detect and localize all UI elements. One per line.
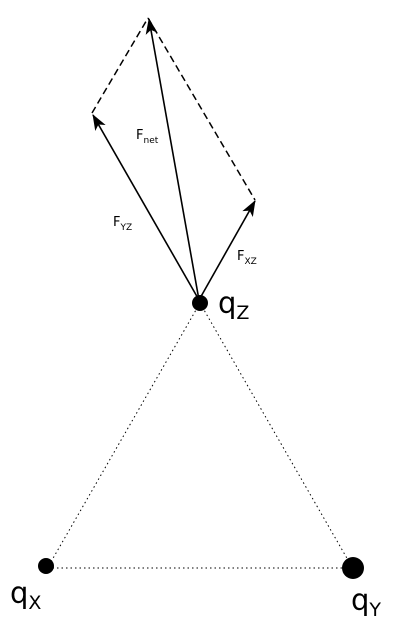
charge-z-label: qZ <box>218 286 249 324</box>
triangle-side-xz <box>47 302 201 568</box>
charge-x-symbol: q <box>10 576 28 610</box>
charge-y-label: qY <box>351 583 381 621</box>
force-xz-subscript: XZ <box>244 257 256 267</box>
charge-y-dot <box>342 557 364 579</box>
force-yz-symbol: F <box>113 215 120 230</box>
force-net-arrow <box>145 18 200 301</box>
force-xz-arrow <box>198 200 256 301</box>
force-xz-label: FXZ <box>237 249 257 267</box>
charge-y-subscript: Y <box>368 599 381 621</box>
charge-z-subscript: Z <box>236 302 249 324</box>
construction-line-top-left <box>91 17 149 114</box>
charge-x-label: qX <box>10 576 41 614</box>
charge-triangle <box>47 302 353 569</box>
charge-z-dot <box>192 295 208 311</box>
charge-z-symbol: q <box>218 286 236 320</box>
force-yz-label: FYZ <box>113 215 132 233</box>
force-yz-arrow <box>92 114 200 301</box>
force-net-symbol: F <box>136 128 143 143</box>
charge-x-dot <box>38 558 54 574</box>
force-net-label: Fnet <box>136 128 159 146</box>
charge-x-subscript: X <box>28 592 41 614</box>
force-net-subscript: net <box>143 136 158 146</box>
charges <box>38 295 364 579</box>
charge-y-symbol: q <box>351 583 369 617</box>
force-vectors <box>92 18 256 301</box>
triangle-side-yz <box>199 302 353 568</box>
parallelogram-construction <box>91 17 256 201</box>
force-yz-subscript: YZ <box>119 223 132 233</box>
construction-line-top-right <box>147 17 256 201</box>
force-xz-symbol: F <box>237 249 244 264</box>
